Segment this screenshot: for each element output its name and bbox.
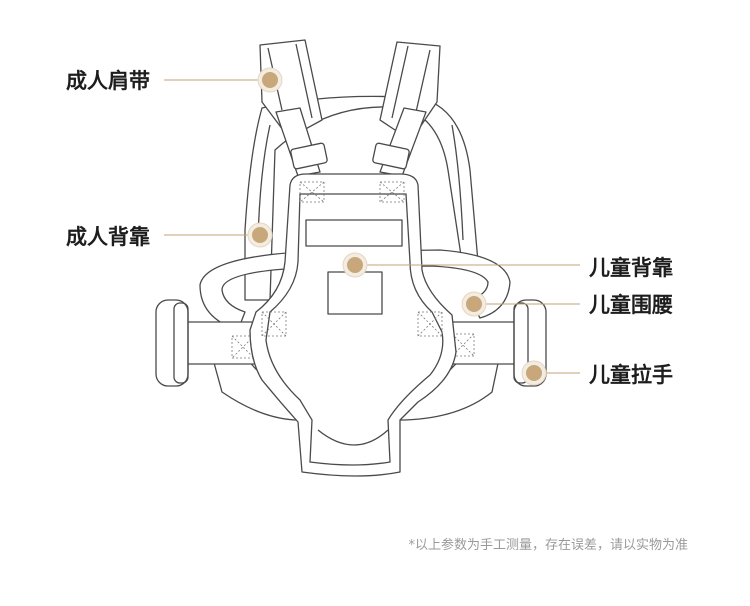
marker-child-back [347, 257, 363, 273]
headrest-pocket [305, 219, 403, 247]
label-patch [327, 271, 383, 315]
buckle-left [290, 142, 328, 170]
label-adult-shoulder-strap: 成人肩带 [66, 69, 150, 93]
marker-child-waist [466, 296, 482, 312]
marker-child-handle [526, 365, 542, 381]
measurement-disclaimer: *以上参数为手工测量，存在误差，请以实物为准 [408, 538, 688, 553]
marker-adult-strap [262, 72, 278, 88]
label-child-handle: 儿童拉手 [589, 363, 673, 387]
marker-adult-back [252, 227, 268, 243]
label-child-backrest: 儿童背靠 [589, 256, 673, 280]
child-handle-left [155, 299, 189, 387]
buckle-right [372, 142, 410, 170]
seat-opening [317, 429, 389, 446]
label-adult-backrest: 成人背靠 [66, 225, 150, 249]
label-child-waist: 儿童围腰 [589, 293, 673, 317]
child-carrier-panel [249, 173, 457, 477]
